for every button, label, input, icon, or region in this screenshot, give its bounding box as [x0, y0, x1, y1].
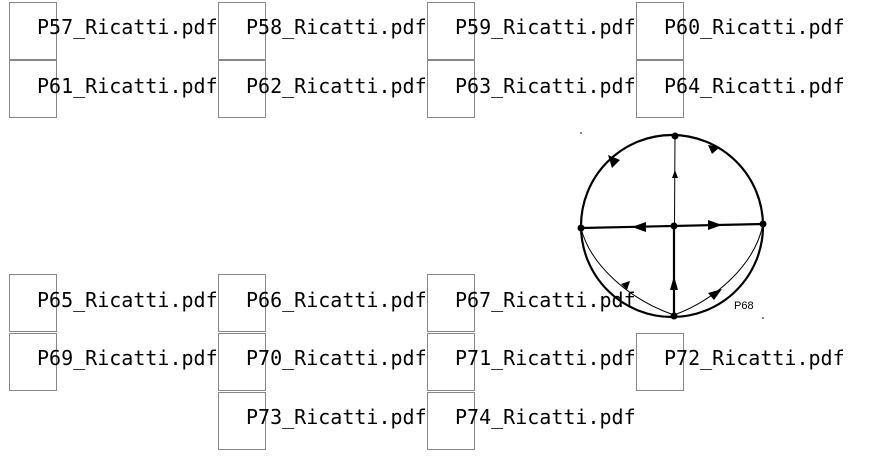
file-label-p65[interactable]: P65_Ricatti.pdf [37, 288, 218, 312]
file-label-p62[interactable]: P62_Ricatti.pdf [246, 74, 427, 98]
arrow-left-horizontal [632, 222, 646, 232]
speck-bottom-right [762, 317, 764, 319]
file-label-p58[interactable]: P58_Ricatti.pdf [246, 15, 427, 39]
node-top [671, 132, 679, 140]
page-frame-p74 [427, 392, 475, 450]
phase-portrait-diagram[interactable]: P68 [570, 125, 780, 325]
left-trajectory-curve [580, 227, 675, 316]
page-frame-p67 [427, 274, 475, 332]
file-label-p59[interactable]: P59_Ricatti.pdf [455, 15, 636, 39]
file-label-p61[interactable]: P61_Ricatti.pdf [37, 74, 218, 98]
arrow-upper-left-arc [608, 155, 620, 168]
arrow-right-curve [708, 289, 722, 300]
file-label-p72[interactable]: P72_Ricatti.pdf [664, 346, 845, 370]
file-label-p70[interactable]: P70_Ricatti.pdf [246, 346, 427, 370]
node-bottom [670, 312, 678, 320]
node-center [670, 222, 678, 230]
page-frame-p60 [636, 2, 684, 60]
page-frame-p59 [427, 2, 475, 60]
file-label-p60[interactable]: P60_Ricatti.pdf [664, 15, 845, 39]
arrow-up-vertical [672, 170, 678, 178]
speck-top-left [580, 132, 582, 134]
page-frame-p57 [9, 2, 57, 60]
file-label-p64[interactable]: P64_Ricatti.pdf [664, 74, 845, 98]
diagram-page-label: P68 [734, 300, 754, 312]
file-label-p69[interactable]: P69_Ricatti.pdf [37, 346, 218, 370]
file-label-p66[interactable]: P66_Ricatti.pdf [246, 288, 427, 312]
page-frame-p73 [218, 392, 266, 450]
node-left [577, 224, 585, 232]
page-frame-p64 [636, 60, 684, 118]
arrow-upper-right-arc [708, 145, 720, 154]
arrow-left-curve [621, 281, 630, 290]
file-label-p71[interactable]: P71_Ricatti.pdf [455, 346, 636, 370]
file-label-p73[interactable]: P73_Ricatti.pdf [246, 405, 427, 429]
page-frame-p70 [218, 333, 266, 391]
right-trajectory-curve [673, 223, 764, 316]
page-frame-p69 [9, 333, 57, 391]
file-label-p63[interactable]: P63_Ricatti.pdf [455, 74, 636, 98]
arrow-up-lower [670, 276, 678, 290]
page-frame-p58 [218, 2, 266, 60]
page-frame-p63 [427, 60, 475, 118]
page-frame-p65 [9, 274, 57, 332]
page-frame-p71 [427, 333, 475, 391]
arrow-right-horizontal [708, 220, 722, 230]
file-label-p57[interactable]: P57_Ricatti.pdf [37, 15, 218, 39]
page-frame-p66 [218, 274, 266, 332]
page-frame-p72 [636, 333, 684, 391]
page-frame-p61 [9, 60, 57, 118]
file-label-p67[interactable]: P67_Ricatti.pdf [455, 288, 636, 312]
page-frame-p62 [218, 60, 266, 118]
file-label-p67-clip: P67_Ricatti.pdf [455, 290, 636, 320]
node-right [759, 220, 767, 228]
file-label-p74[interactable]: P74_Ricatti.pdf [455, 405, 636, 429]
